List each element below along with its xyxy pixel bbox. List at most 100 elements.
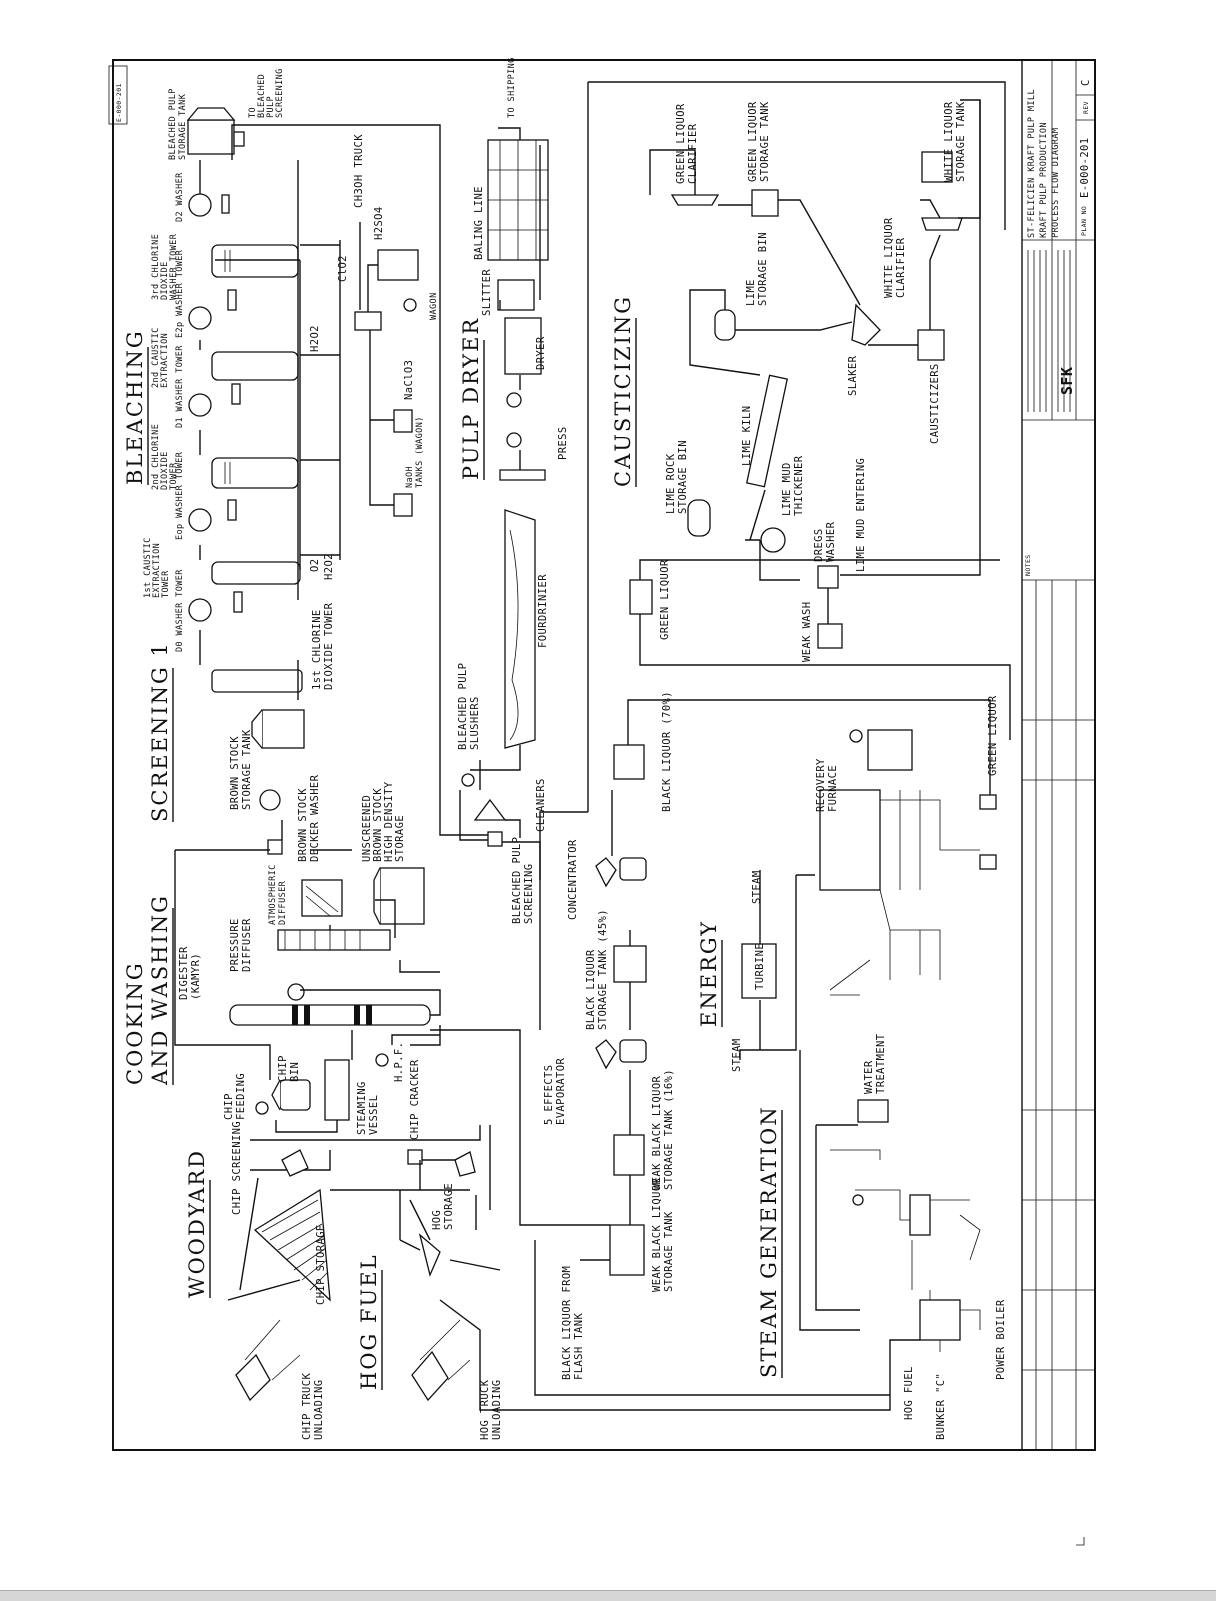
svg-text:5 EFFECTSEVAPORATOR: 5 EFFECTSEVAPORATOR xyxy=(543,1058,567,1125)
section-woodyard: WOODYARD xyxy=(185,1149,209,1298)
svg-text:WEAK BLACK LIQUORSTORAGE TANK: WEAK BLACK LIQUORSTORAGE TANK (16%) xyxy=(651,1069,675,1190)
unscreened-brown-stock-storage xyxy=(380,868,424,924)
plan-no: E-000-201 xyxy=(1079,138,1091,199)
white-liquor-clarifier xyxy=(922,218,962,230)
weak-black-liquor-storage-tank xyxy=(610,1225,644,1275)
svg-text:WAGON: WAGON xyxy=(429,292,439,320)
press-roll-2 xyxy=(507,433,521,447)
svg-text:LIMESTORAGE BIN: LIMESTORAGE BIN xyxy=(745,232,769,306)
svg-text:BLEACHED PULPSTORAGE TANK: BLEACHED PULPSTORAGE TANK xyxy=(168,88,188,160)
clo2-generator-box xyxy=(355,312,381,330)
svg-text:ATMOSPHERICDIFFUSER: ATMOSPHERICDIFFUSER xyxy=(268,864,288,925)
svg-text:STEAMINGVESSEL: STEAMINGVESSEL xyxy=(356,1081,380,1135)
svg-text:H2SO4: H2SO4 xyxy=(373,206,385,240)
svg-text:LIME ROCKSTORAGE BIN: LIME ROCKSTORAGE BIN xyxy=(665,440,689,514)
green-liquor-clarifier xyxy=(672,195,718,205)
slaker xyxy=(852,305,880,345)
svg-text:H2O2: H2O2 xyxy=(323,553,335,580)
brown-stock-decker-washer xyxy=(260,790,280,810)
naoh-tank-box xyxy=(394,494,412,516)
svg-text:SLITTER: SLITTER xyxy=(481,269,493,316)
svg-text:WEAK WASH: WEAK WASH xyxy=(801,602,813,663)
svg-text:CHIP STORAGE: CHIP STORAGE xyxy=(315,1224,327,1305)
section-causticizing: CAUSTICIZING xyxy=(611,295,635,487)
svg-text:1st CAUSTICEXTRACTIONTOWER: 1st CAUSTICEXTRACTIONTOWER xyxy=(143,537,171,598)
svg-text:LIME KILN: LIME KILN xyxy=(741,406,753,467)
svg-text:CHIPFEEDING: CHIPFEEDING xyxy=(223,1073,247,1120)
svg-text:WEAK BLACK LIQUORSTORAGE TANK: WEAK BLACK LIQUORSTORAGE TANK xyxy=(651,1177,675,1292)
hog-truck xyxy=(412,1352,448,1400)
svg-text:CHIP TRUCKUNLOADING: CHIP TRUCKUNLOADING xyxy=(301,1373,325,1440)
svg-text:CAUSTICIZERS: CAUSTICIZERS xyxy=(929,363,941,444)
d1-washer xyxy=(189,394,211,416)
svg-text:O2: O2 xyxy=(309,559,321,572)
svg-text:LIME MUD ENTERING: LIME MUD ENTERING xyxy=(855,458,867,572)
recovery-furnace-top xyxy=(868,730,912,770)
slitter xyxy=(498,280,534,310)
svg-text:RECOVERYFURNACE: RECOVERYFURNACE xyxy=(815,758,839,812)
svg-text:BLACK LIQUORSTORAGE TANK (45%): BLACK LIQUORSTORAGE TANK (45%) xyxy=(585,909,609,1030)
section-steam-generation: STEAM GENERATION xyxy=(757,1105,781,1378)
title-block: ST-FELICIEN KRAFT PULP MILL KRAFT PULP P… xyxy=(1022,60,1095,1450)
svg-text:SLAKER: SLAKER xyxy=(847,355,859,396)
svg-text:Eop WASHER TOWER: Eop WASHER TOWER xyxy=(175,451,185,540)
svg-text:DIGESTER(KAMYR): DIGESTER(KAMYR) xyxy=(178,946,202,1000)
svg-text:WHITE LIQUORSTORAGE TANK: WHITE LIQUORSTORAGE TANK xyxy=(943,101,967,182)
notes-label: NOTES xyxy=(1024,554,1032,576)
water-treatment xyxy=(858,1100,888,1122)
svg-text:STEAM: STEAM xyxy=(751,870,763,904)
svg-text:CHIPBIN: CHIPBIN xyxy=(277,1055,301,1082)
svg-text:BLEACHED PULPSCREENING: BLEACHED PULPSCREENING xyxy=(511,837,535,924)
cleaners xyxy=(475,800,505,820)
svg-text:GREEN LIQUORSTORAGE TANK: GREEN LIQUORSTORAGE TANK xyxy=(747,101,771,182)
ch3oh-truck-box xyxy=(378,250,418,280)
svg-text:CONCENTRATOR: CONCENTRATOR xyxy=(567,839,579,920)
plan-no-label: PLAN NO xyxy=(1080,206,1088,236)
section-cooking-line2: AND WASHING xyxy=(148,894,172,1086)
hpf-valve xyxy=(376,1054,388,1066)
dregs-washer xyxy=(818,566,838,588)
steaming-vessel xyxy=(325,1060,349,1120)
drawing-title-line1: KRAFT PULP PRODUCTION xyxy=(1039,122,1049,238)
rev-value: C xyxy=(1080,79,1092,86)
bleached-pulp-storage-tank xyxy=(188,120,234,154)
corner-mark xyxy=(1076,1537,1084,1545)
svg-text:D1 WASHER TOWER: D1 WASHER TOWER xyxy=(175,345,185,428)
eop-washer xyxy=(189,509,211,531)
svg-text:STEAM: STEAM xyxy=(731,1038,743,1072)
black-liquor-70-tank xyxy=(614,745,644,779)
digester-top-vessel xyxy=(288,984,304,1000)
scanner-bottom-strip xyxy=(0,1590,1216,1601)
sfk-logo: SFK xyxy=(1058,367,1076,395)
lime-storage-bin xyxy=(715,310,735,340)
svg-text:FOURDRINIER: FOURDRINIER xyxy=(537,574,549,648)
svg-text:DRYER: DRYER xyxy=(535,336,547,370)
svg-text:CHIP SCREENING: CHIP SCREENING xyxy=(231,1121,243,1215)
causticizing-equipment xyxy=(630,152,962,648)
svg-text:PRESSUREDIFFUSER: PRESSUREDIFFUSER xyxy=(229,918,253,972)
svg-text:GREEN LIQUOR: GREEN LIQUOR xyxy=(659,559,671,640)
svg-text:BLEACHED PULPSLUSHERS: BLEACHED PULPSLUSHERS xyxy=(457,663,481,750)
weak-wash-tank xyxy=(818,624,842,648)
svg-text:HOG TRUCKUNLOADING: HOG TRUCKUNLOADING xyxy=(479,1379,503,1440)
section-hog-fuel: HOG FUEL xyxy=(357,1253,381,1390)
hog-storage xyxy=(420,1235,440,1275)
d2-washer xyxy=(189,194,211,216)
black-liquor-labels: BLACK LIQUOR (70%) CONCENTRATOR BLACK LI… xyxy=(543,691,675,1380)
chip-cracker xyxy=(455,1152,475,1176)
green-liquor-tank xyxy=(630,580,652,614)
svg-text:CH3OH TRUCK: CH3OH TRUCK xyxy=(353,134,365,208)
svg-text:CLEANERS: CLEANERS xyxy=(535,778,547,832)
svg-text:H2O2: H2O2 xyxy=(309,325,321,352)
svg-text:BALING LINE: BALING LINE xyxy=(473,186,485,260)
svg-text:UNSCREENEDBROWN STOCKHIGH DENS: UNSCREENEDBROWN STOCKHIGH DENSITYSTORAGE xyxy=(361,781,406,862)
section-screening: SCREENING 1 xyxy=(148,641,172,822)
press-roll-1 xyxy=(507,393,521,407)
drawing-title-line2: PROCESS FLOW DIAGRAM xyxy=(1051,128,1061,238)
svg-text:E-000-201: E-000-201 xyxy=(115,83,123,122)
svg-text:NaClO3: NaClO3 xyxy=(403,360,415,400)
svg-text:TOBLEACHEDPULPSCREENING: TOBLEACHEDPULPSCREENING xyxy=(248,68,285,118)
section-pulp-dryer: PULP DRYER xyxy=(459,317,483,480)
svg-text:DREGSWASHER: DREGSWASHER xyxy=(813,521,837,562)
svg-text:BROWN STOCKDECKER WASHER: BROWN STOCKDECKER WASHER xyxy=(297,774,321,862)
